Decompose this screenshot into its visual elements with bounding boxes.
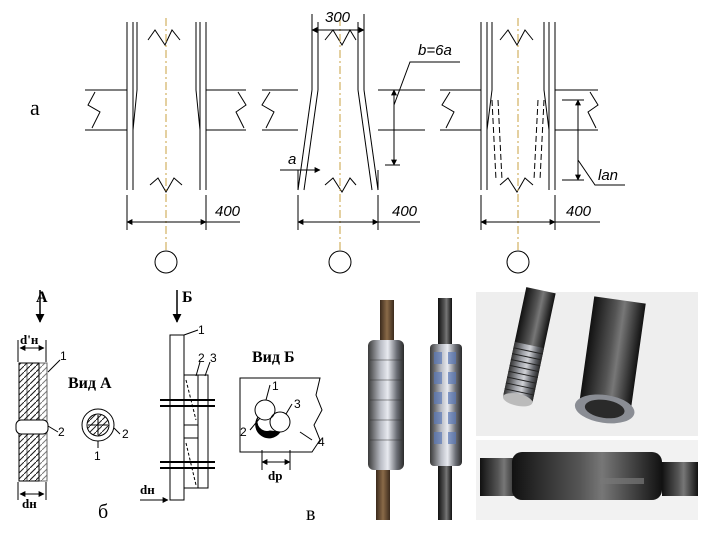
- dimension-lan: lan: [598, 167, 618, 184]
- column-splice-drawing-1: [85, 18, 247, 274]
- callout-4: 4: [318, 435, 325, 449]
- view-B-section: [239, 377, 323, 470]
- column-splice-drawing-2: [261, 14, 460, 274]
- panel-label-a: а: [30, 95, 40, 120]
- dimension-b-6a: b=6a: [418, 42, 452, 59]
- view-A-label: Вид А: [68, 375, 112, 392]
- coupler-photo-2: [426, 292, 466, 524]
- callout-2b: 2: [122, 427, 129, 441]
- callout-1c: 1: [198, 323, 205, 337]
- dimension-400-left: 400: [215, 203, 241, 220]
- arrow-label-A: А: [36, 289, 48, 306]
- d-h-bottom-label: dн: [22, 496, 37, 511]
- coupler-photo-1: [360, 292, 420, 524]
- dimension-a: a: [288, 151, 296, 168]
- arrow-label-B: Б: [182, 289, 193, 306]
- callout-2a: 2: [58, 425, 65, 439]
- column-splice-drawing-3: [440, 18, 625, 274]
- dimension-400-middle: 400: [392, 203, 418, 220]
- coupler-photo-4: [476, 440, 698, 520]
- coupler-drawing: [140, 290, 215, 503]
- view-B-label: Вид Б: [252, 349, 295, 366]
- callout-2d: 2: [240, 425, 247, 439]
- panel-label-b: б: [98, 501, 108, 523]
- callout-1b: 1: [94, 449, 101, 463]
- coupler-photo-3: [476, 287, 698, 436]
- callout-1a: 1: [60, 349, 67, 363]
- d-h-middle-label: dн: [140, 482, 155, 497]
- callout-2c: 2: [198, 351, 205, 365]
- callout-3a: 3: [210, 351, 217, 365]
- dimension-300: 300: [325, 9, 351, 26]
- d-h-prime-label: d'н: [20, 332, 39, 347]
- dimension-400-right: 400: [566, 203, 592, 220]
- callout-1d: 1: [272, 379, 279, 393]
- callout-3b: 3: [294, 397, 301, 411]
- welded-clamp-drawing: [15, 290, 121, 500]
- panel-label-v: в: [306, 503, 315, 525]
- d-p-label: dр: [268, 468, 282, 483]
